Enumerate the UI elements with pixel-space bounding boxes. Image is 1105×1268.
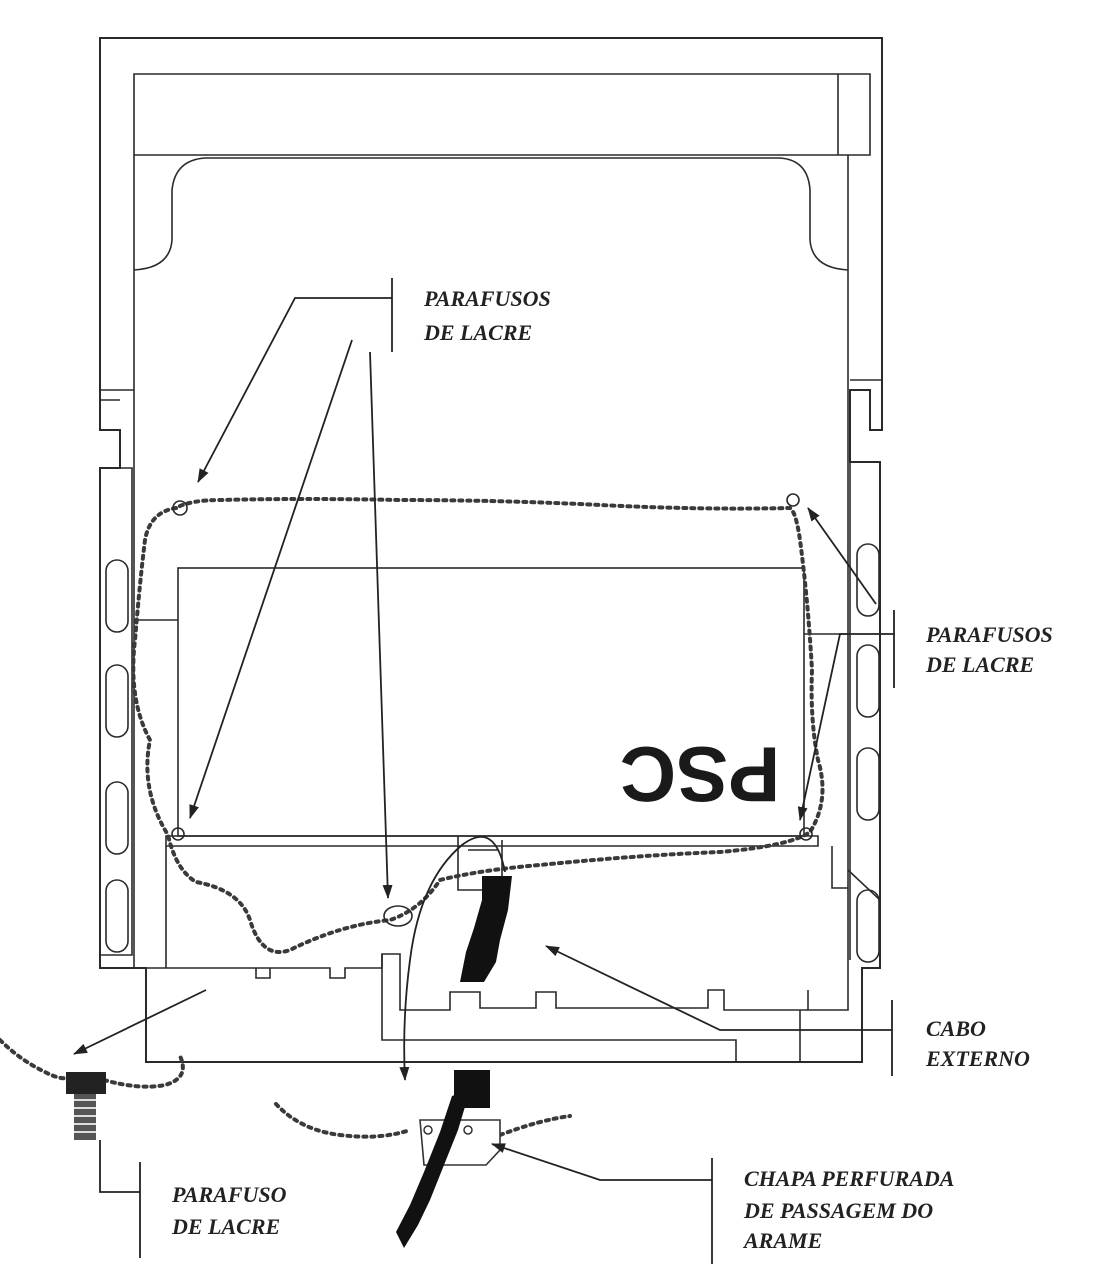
label-external-cable-line2: EXTERNO <box>925 1046 1030 1071</box>
seal-passage-hole <box>383 905 413 927</box>
left-slots <box>100 467 133 956</box>
seal-wire-loop <box>131 497 825 954</box>
label-plate-line1: CHAPA PERFURADA <box>744 1166 954 1191</box>
label-top-screws-line2: DE LACRE <box>423 320 532 345</box>
psc-label: PSC <box>620 730 780 818</box>
seal-screw-bottom-right <box>799 827 813 841</box>
label-external-cable-line1: CABO <box>926 1016 986 1041</box>
seal-screw-bottom-left <box>171 827 185 841</box>
inner-cover <box>133 157 849 271</box>
external-cable <box>460 876 512 982</box>
label-bottom-screw-line2: DE LACRE <box>171 1214 280 1239</box>
label-plate-line3: ARAME <box>742 1228 822 1253</box>
label-bottom-screw-line1: PARAFUSO <box>171 1182 287 1207</box>
bottom-screw-assembly <box>0 1038 185 1140</box>
label-right-screws-line2: DE LACRE <box>925 652 1034 677</box>
callout-external-cable <box>73 945 893 1076</box>
callout-bottom-screw <box>99 1140 141 1258</box>
right-slots <box>849 462 880 963</box>
psc-module <box>134 567 848 847</box>
seal-screw-top-left <box>172 500 188 516</box>
callout-top-screws <box>189 278 393 899</box>
cable-arc <box>399 835 506 1081</box>
label-top-screws-line1: PARAFUSOS <box>423 286 551 311</box>
base-bracket <box>146 836 881 1062</box>
seal-screw-top-right <box>786 493 800 507</box>
perforated-plate-assembly <box>274 1070 572 1248</box>
callout-right-screws <box>797 507 895 821</box>
callout-perforated-plate <box>491 1143 713 1264</box>
label-plate-line2: DE PASSAGEM DO <box>743 1198 933 1223</box>
label-right-screws-line1: PARAFUSOS <box>925 622 1053 647</box>
